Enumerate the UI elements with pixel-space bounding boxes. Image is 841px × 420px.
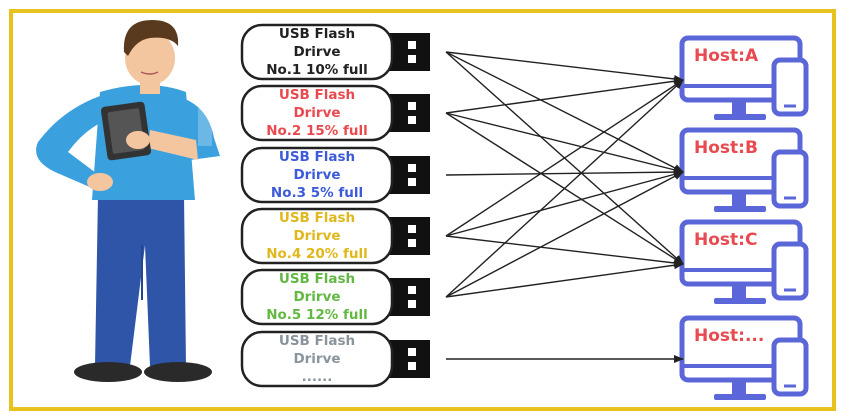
usb-body	[240, 146, 394, 204]
hosts	[679, 35, 809, 400]
connection-arrow	[445, 77, 684, 114]
usb-drive-line1: USB Flash	[278, 26, 356, 42]
usb-drive-line3: No.3 5% full	[270, 185, 364, 201]
host-label: Host:C	[694, 230, 758, 250]
usb-connector	[388, 278, 430, 316]
usb-drive	[240, 146, 430, 204]
usb-drive-line2: Drirve	[293, 228, 341, 244]
usb-drives	[240, 23, 430, 388]
connection-arrow	[445, 261, 684, 298]
usb-connector	[388, 340, 430, 378]
usb-drive-line3: No.1 10% full	[266, 62, 368, 78]
usb-connector	[388, 94, 430, 132]
connection-arrow	[445, 171, 684, 298]
usb-drive-line1: USB Flash	[278, 149, 356, 165]
usb-connector	[388, 217, 430, 255]
usb-drive	[240, 84, 430, 142]
host-computer-icon	[679, 315, 809, 400]
usb-drive-line1: USB Flash	[278, 210, 356, 226]
usb-drive-line1: USB Flash	[278, 333, 356, 349]
connection-arrow	[445, 79, 684, 298]
usb-drive-line1: USB Flash	[278, 87, 356, 103]
usb-drive-line2: Drirve	[293, 167, 341, 183]
usb-drive-line3: No.2 15% full	[266, 123, 368, 139]
usb-drive-line2: Drirve	[293, 351, 341, 367]
host-label: Host:A	[694, 46, 759, 66]
usb-body	[240, 207, 394, 265]
connection-arrow	[445, 79, 684, 237]
host-label: Host:B	[694, 138, 758, 158]
connection-arrow	[445, 235, 684, 267]
connection-arrow	[445, 168, 684, 177]
host-computer-icon	[679, 127, 809, 212]
usb-body	[240, 23, 394, 81]
usb-drive-line3: No.5 12% full	[266, 307, 368, 323]
connection-arrow	[445, 51, 684, 83]
usb-drive-line3: No.4 20% full	[266, 246, 368, 262]
connection-arrow	[445, 170, 684, 237]
person-illustration	[36, 20, 220, 382]
usb-connector	[388, 156, 430, 194]
usb-drive	[240, 23, 430, 81]
usb-drive-line1: USB Flash	[278, 271, 356, 287]
connection-arrow	[445, 112, 684, 174]
usb-body	[240, 330, 394, 388]
usb-drive-line2: Drirve	[293, 44, 341, 60]
connection-arrows	[445, 51, 684, 363]
usb-drive-line2: Drirve	[293, 105, 341, 121]
host-computer-icon	[679, 35, 809, 120]
usb-drive	[240, 330, 430, 388]
usb-drive-line2: Drirve	[293, 289, 341, 305]
usb-drive	[240, 207, 430, 265]
host-label: Host:...	[694, 326, 765, 346]
usb-drive-line3: ......	[301, 369, 333, 385]
usb-body	[240, 84, 394, 142]
usb-body	[240, 268, 394, 326]
usb-connector	[388, 33, 430, 71]
host-computer-icon	[679, 219, 809, 304]
usb-drive	[240, 268, 430, 326]
connection-arrow	[445, 51, 684, 173]
